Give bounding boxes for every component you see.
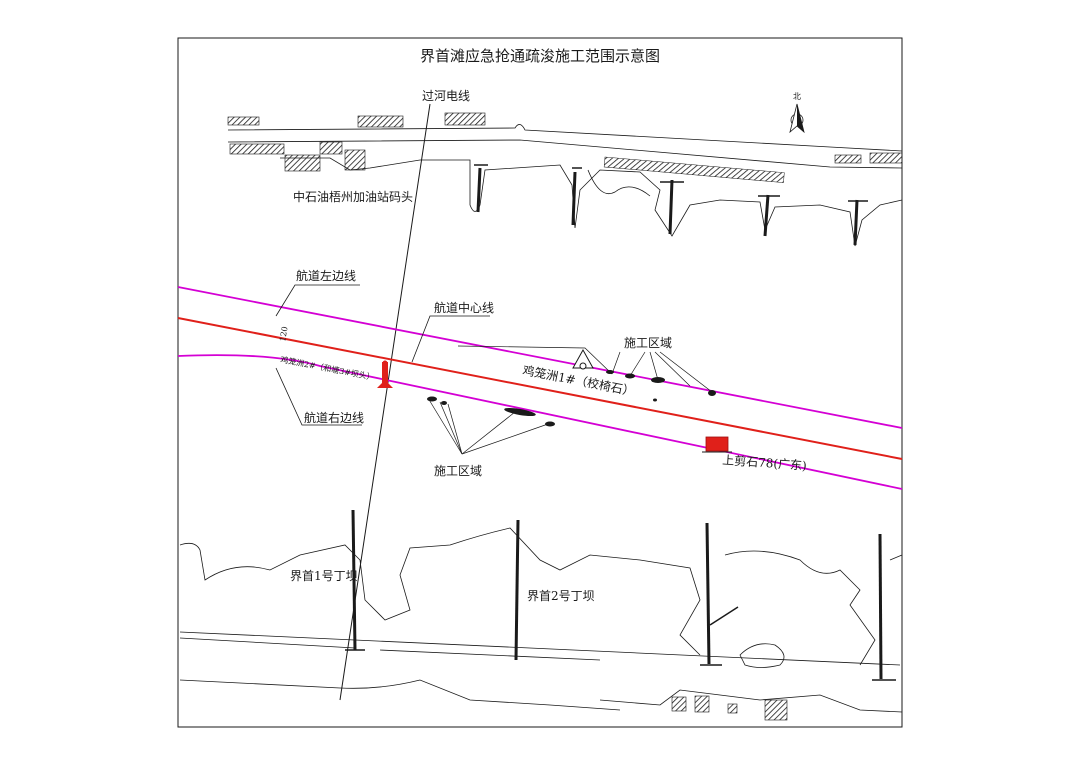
channel-label-leaders [275,284,490,426]
label-center-line: 航道中心线 [434,300,494,315]
buoy-marker-icon [702,436,732,453]
label-right-edge: 航道右边线 [304,410,364,425]
label-oil-station: 中石油梧州加油站码头 [293,189,413,204]
channel-center-line [177,317,903,460]
lower-work-area-leaders [427,397,549,455]
map-frame [177,37,903,728]
beacon-icon [377,360,393,388]
label-work-area-upper: 施工区域 [624,336,672,350]
label-scale-mark: 120 [278,326,290,343]
channel-left-edge [177,286,903,429]
power-line [339,103,431,701]
upper-work-area-leaders [457,345,713,393]
north-groin-heads [474,164,868,202]
label-shangjianshi: 上剪石78(广东) [722,452,807,473]
map-title: 界首滩应急抢通疏浚施工范围示意图 [420,47,660,65]
north-buildings [227,112,903,183]
north-groins [476,167,859,246]
north-label: 北 [793,92,801,101]
triangle-marker-icon [572,348,594,370]
label-power-line: 过河电线 [422,89,470,103]
south-groins [351,509,883,680]
label-groin-1: 界首1号丁坝 [290,569,358,583]
north-arrow-icon: 北 [789,92,805,134]
north-bank [227,124,903,247]
south-groin-heads [345,606,896,681]
label-work-area-lower: 施工区域 [434,464,482,478]
label-left-edge: 航道左边线 [296,268,356,283]
channel-right-edge [177,354,903,490]
south-buildings [671,695,788,721]
label-groin-2: 界首2号丁坝 [527,589,595,603]
